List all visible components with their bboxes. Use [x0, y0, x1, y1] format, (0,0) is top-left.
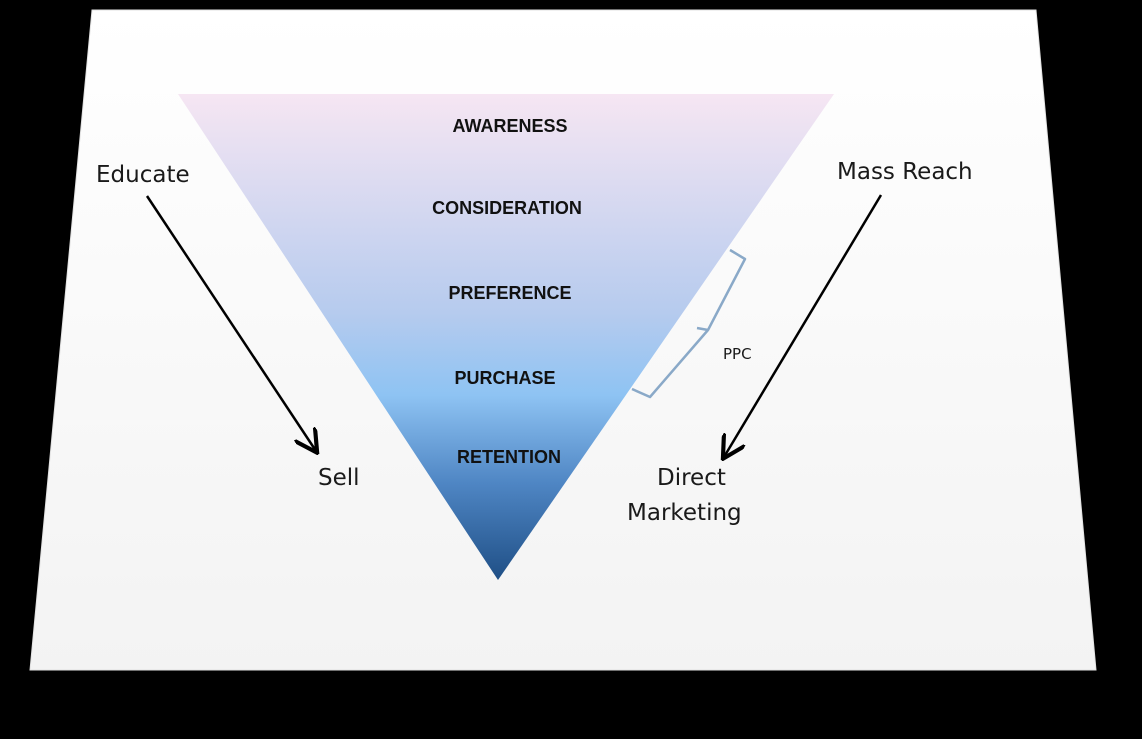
- funnel-stage-awareness: AWARENESS: [452, 116, 567, 136]
- funnel-stage-purchase: PURCHASE: [454, 368, 555, 388]
- direct-marketing-label-line1: Direct: [657, 465, 726, 491]
- ppc-bracket: [631, 248, 747, 399]
- mass-reach-label: Mass Reach: [837, 159, 973, 185]
- ppc-label: PPC: [723, 345, 752, 363]
- sell-label: Sell: [318, 465, 360, 491]
- educate-label: Educate: [96, 162, 190, 188]
- educate-to-sell-arrow: [145, 195, 316, 451]
- funnel-triangle: [178, 94, 834, 580]
- direct-marketing-label-line2: Marketing: [627, 500, 742, 526]
- funnel-stage-preference: PREFERENCE: [448, 283, 571, 303]
- funnel-stage-consideration: CONSIDERATION: [432, 198, 582, 218]
- mass-reach-to-direct-marketing-arrow: [724, 194, 883, 457]
- funnel-stage-retention: RETENTION: [457, 447, 561, 467]
